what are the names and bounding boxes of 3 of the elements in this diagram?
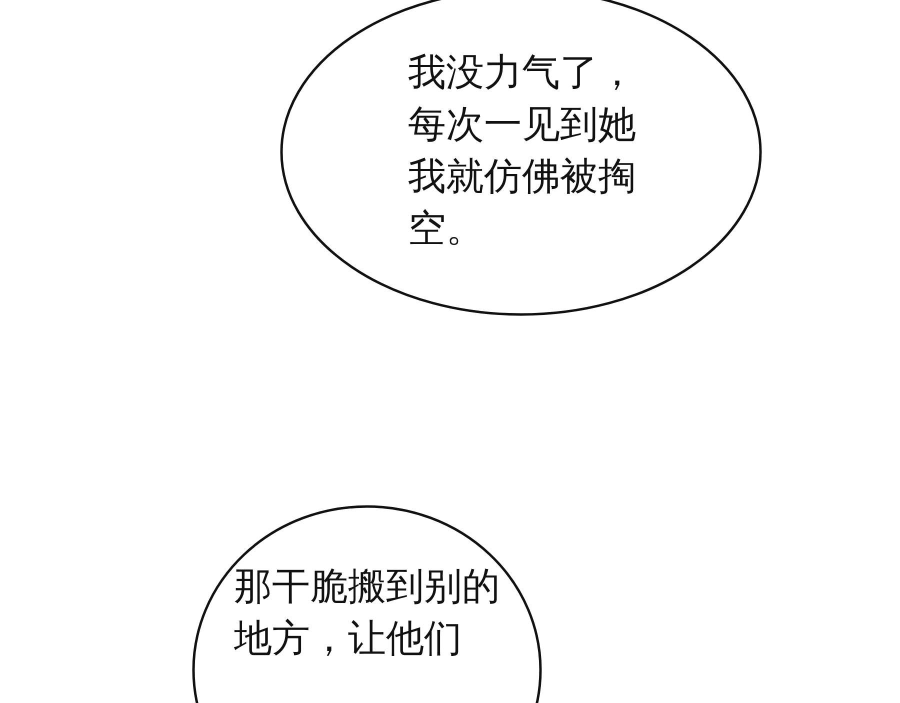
dialogue-text: 那干脆搬到别的地方，让他们 (234, 563, 501, 662)
speech-bubble (280, 0, 762, 316)
dialogue-text: 我没力气了，每次一见到她我就仿佛被掏空。 (408, 49, 637, 252)
